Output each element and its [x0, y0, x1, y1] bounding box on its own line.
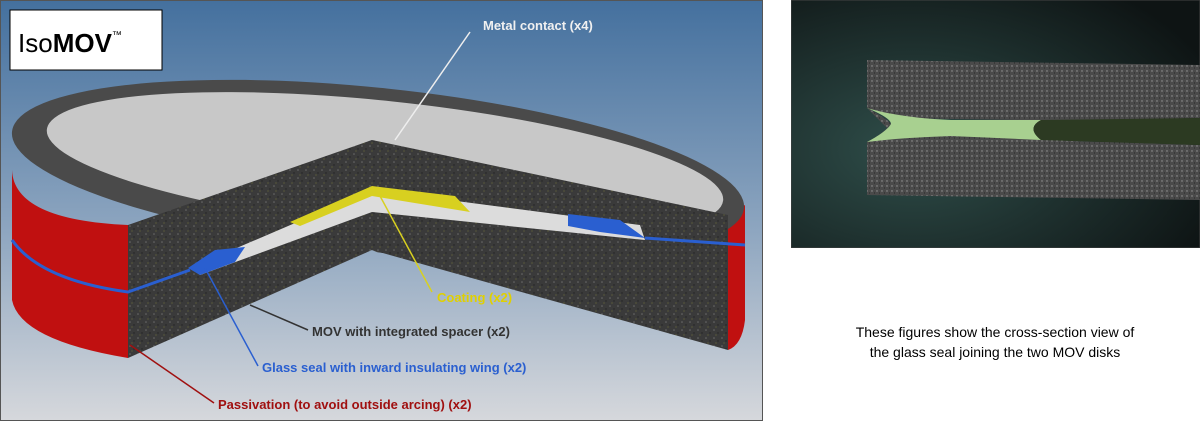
caption-line-2: the glass seal joining the two MOV disks: [869, 344, 1121, 360]
cross-section-photo: [791, 0, 1200, 248]
mov-right-face: [372, 140, 728, 350]
coating-right: [372, 186, 470, 212]
glass-wing-right: [568, 214, 645, 238]
coating-left: [290, 186, 372, 226]
glass-wing-left: [188, 247, 245, 275]
caption-line-1: These figures show the cross-section vie…: [855, 324, 1135, 340]
label-passivation: Passivation (to avoid outside arcing) (x…: [218, 397, 472, 412]
passivation-right: [728, 205, 745, 350]
svg-text:IsoMOV™: IsoMOV™: [18, 28, 122, 58]
isomov-diagram: IsoMOV™ Metal contact (x4) Coating (x2) …: [0, 0, 763, 421]
isomov-logo: IsoMOV™: [9, 9, 163, 71]
passivation-left: [12, 170, 128, 358]
label-coating: Coating (x2): [437, 290, 512, 305]
label-metal-contact: Metal contact (x4): [483, 18, 593, 33]
label-glass-seal: Glass seal with inward insulating wing (…: [262, 360, 526, 375]
label-mov: MOV with integrated spacer (x2): [312, 324, 510, 339]
glass-seal-line-left: [10, 239, 191, 294]
glass-seal-line-right: [644, 236, 746, 247]
